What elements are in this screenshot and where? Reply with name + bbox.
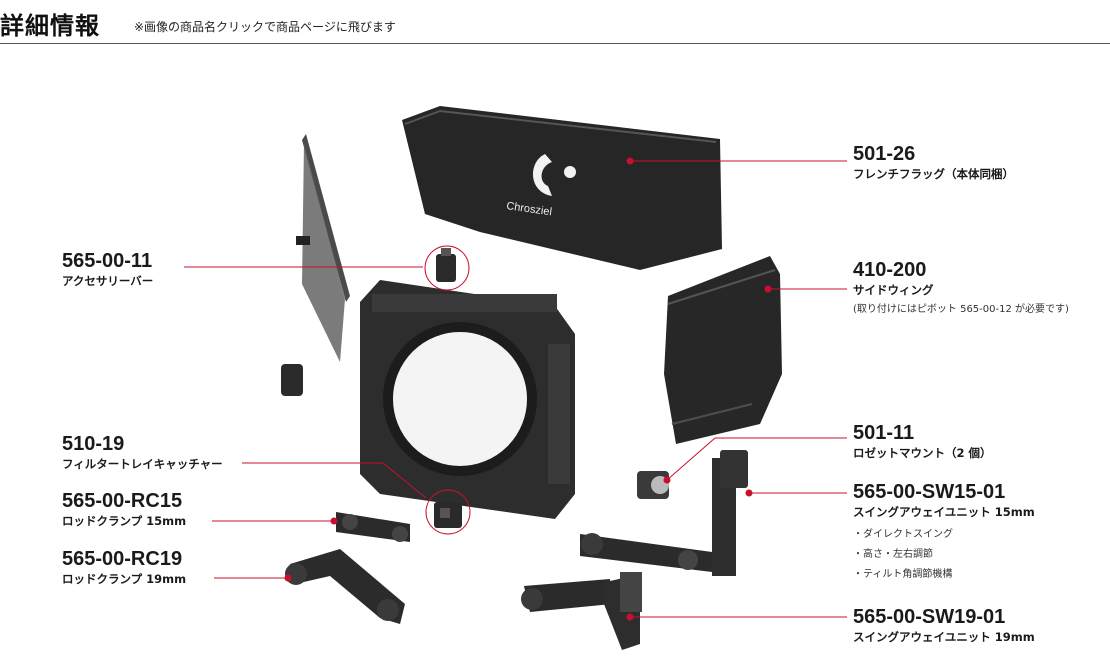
part-label-565-00-rc15[interactable]: 565-00-RC15 ロッドクランプ 15mm bbox=[62, 490, 186, 529]
part-code[interactable]: 565-00-11 bbox=[62, 250, 153, 272]
part-label-565-00-11[interactable]: 565-00-11 アクセサリーバー bbox=[62, 250, 153, 289]
part-name[interactable]: ロッドクランプ 15mm bbox=[62, 514, 187, 528]
part-label-501-26[interactable]: 501-26 フレンチフラッグ（本体同梱） bbox=[853, 143, 1014, 182]
rod-clamp-19-illustration[interactable] bbox=[285, 549, 405, 624]
part-code[interactable]: 501-26 bbox=[853, 143, 916, 165]
part-code[interactable]: 410-200 bbox=[853, 259, 927, 281]
part-label-501-11[interactable]: 501-11 ロゼットマウント（2 個） bbox=[853, 422, 992, 461]
part-name[interactable]: サイドウィング bbox=[853, 283, 934, 297]
accessory-bar-illustration[interactable] bbox=[436, 248, 456, 282]
section-header: 詳細情報 ※画像の商品名クリックで商品ページに飛びます bbox=[0, 0, 1110, 44]
part-label-410-200[interactable]: 410-200 サイドウィング (取り付けにはピボット 565-00-12 が必… bbox=[853, 259, 1069, 315]
rosette-mount-illustration[interactable] bbox=[637, 471, 669, 499]
feature-item: ・高さ・左右調節 bbox=[853, 549, 933, 560]
part-label-565-00-rc19[interactable]: 565-00-RC19 ロッドクランプ 19mm bbox=[62, 548, 186, 587]
part-code[interactable]: 565-00-SW19-01 bbox=[853, 606, 1006, 628]
feature-item: ・ティルト角調節機構 bbox=[853, 569, 953, 580]
matte-box-frame-illustration bbox=[360, 280, 575, 519]
matte-box-illustration: Chrosziel bbox=[184, 106, 847, 650]
feature-item: ・ダイレクトスイング bbox=[853, 529, 953, 540]
parts-diagram: Chrosziel bbox=[0, 44, 1110, 663]
part-label-565-00-sw19-01[interactable]: 565-00-SW19-01 スイングアウェイユニット 19mm bbox=[853, 606, 1035, 645]
section-note: ※画像の商品名クリックで商品ページに飛びます bbox=[134, 20, 396, 34]
part-name[interactable]: スイングアウェイユニット 15mm bbox=[853, 505, 1035, 519]
part-label-565-00-sw15-01[interactable]: 565-00-SW15-01 スイングアウェイユニット 15mm ・ダイレクトス… bbox=[853, 481, 1035, 580]
side-wing-illustration[interactable] bbox=[664, 256, 782, 444]
filter-tray-catcher-illustration[interactable] bbox=[434, 502, 462, 528]
part-label-510-19[interactable]: 510-19 フィルタートレイキャッチャー bbox=[62, 433, 223, 472]
french-flag-illustration[interactable]: Chrosziel bbox=[402, 106, 722, 270]
rod-clamp-15-illustration[interactable] bbox=[336, 512, 410, 542]
swing-away-19-illustration[interactable] bbox=[521, 572, 642, 650]
part-note: (取り付けにはピボット 565-00-12 が必要です) bbox=[853, 304, 1069, 315]
part-name[interactable]: スイングアウェイユニット 19mm bbox=[853, 630, 1035, 644]
swing-away-15-illustration[interactable] bbox=[580, 450, 748, 576]
part-code[interactable]: 565-00-RC15 bbox=[62, 490, 183, 512]
callout-lines bbox=[184, 160, 847, 618]
part-code[interactable]: 565-00-RC19 bbox=[62, 548, 183, 570]
part-code[interactable]: 510-19 bbox=[62, 433, 125, 455]
part-code[interactable]: 501-11 bbox=[853, 422, 915, 444]
section-title: 詳細情報 bbox=[0, 12, 100, 40]
left-side-panel-illustration bbox=[281, 134, 350, 396]
callout-dots bbox=[284, 157, 772, 621]
part-name[interactable]: ロゼットマウント（2 個） bbox=[853, 446, 992, 460]
part-name[interactable]: フレンチフラッグ（本体同梱） bbox=[853, 167, 1014, 181]
part-name[interactable]: アクセサリーバー bbox=[62, 274, 154, 288]
part-code[interactable]: 565-00-SW15-01 bbox=[853, 481, 1006, 503]
part-name[interactable]: フィルタートレイキャッチャー bbox=[62, 457, 223, 471]
part-name[interactable]: ロッドクランプ 19mm bbox=[62, 572, 187, 586]
